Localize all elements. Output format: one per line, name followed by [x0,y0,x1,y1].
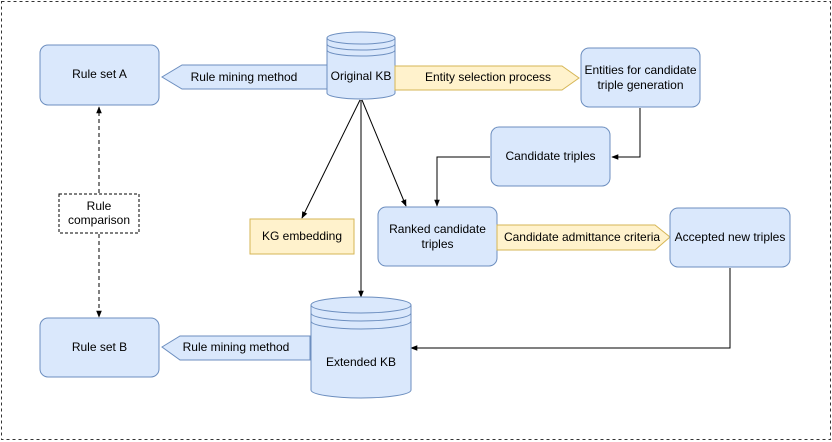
candidate-triples-label: Candidate triples [505,149,595,163]
node-rule-set-a: Rule set A [39,44,160,106]
node-candidate-triples: Candidate triples [490,126,611,187]
edge-original-kb-to-kg-embedding [301,99,361,219]
ranked-label-line1: Ranked candidate [389,222,486,236]
entity-selection-label: Entity selection process [425,70,551,84]
process-rule-mining-method-top: Rule mining method [161,64,330,90]
node-rule-set-b: Rule set B [39,317,160,378]
rule-comparison-label-line1: Rule [87,199,112,213]
candidate-admittance-label: Candidate admittance criteria [504,230,660,244]
rule-comparison-label-line2: comparison [68,213,130,227]
process-entity-selection: Entity selection process [394,65,580,91]
process-kg-embedding: KG embedding [249,218,355,255]
rule-mining-method-bottom-label: Rule mining method [183,340,290,354]
node-entities-for-candidate-triple-generation: Entities for candidate triple generation [580,47,701,108]
edge-original-kb-to-ranked-triples [361,99,407,207]
rule-set-b-label: Rule set B [72,340,127,354]
rule-mining-method-top-label: Rule mining method [191,70,298,84]
ranked-label-line2: triples [421,237,453,251]
entities-label-line2: triple generation [597,78,683,92]
process-candidate-admittance-criteria: Candidate admittance criteria [496,224,671,251]
edge-entities-to-candidate-triples [611,108,641,160]
node-extended-kb: Extended KB [310,296,412,399]
rule-set-a-label: Rule set A [72,67,127,81]
entities-label-line1: Entities for candidate [584,63,696,77]
kg-embedding-label: KG embedding [262,229,342,243]
node-ranked-candidate-triples: Ranked candidate triples [377,206,498,267]
extended-kb-label: Extended KB [326,355,396,369]
accepted-new-triples-label: Accepted new triples [675,230,786,244]
edge-candidate-triples-to-ranked [434,156,490,207]
edge-accepted-to-extended-kb [410,268,731,351]
process-rule-mining-method-bottom: Rule mining method [161,335,311,361]
original-kb-label: Original KB [331,69,392,83]
node-rule-comparison: Rule comparison [58,193,140,234]
node-accepted-new-triples: Accepted new triples [669,207,791,268]
node-original-kb: Original KB [326,31,396,100]
